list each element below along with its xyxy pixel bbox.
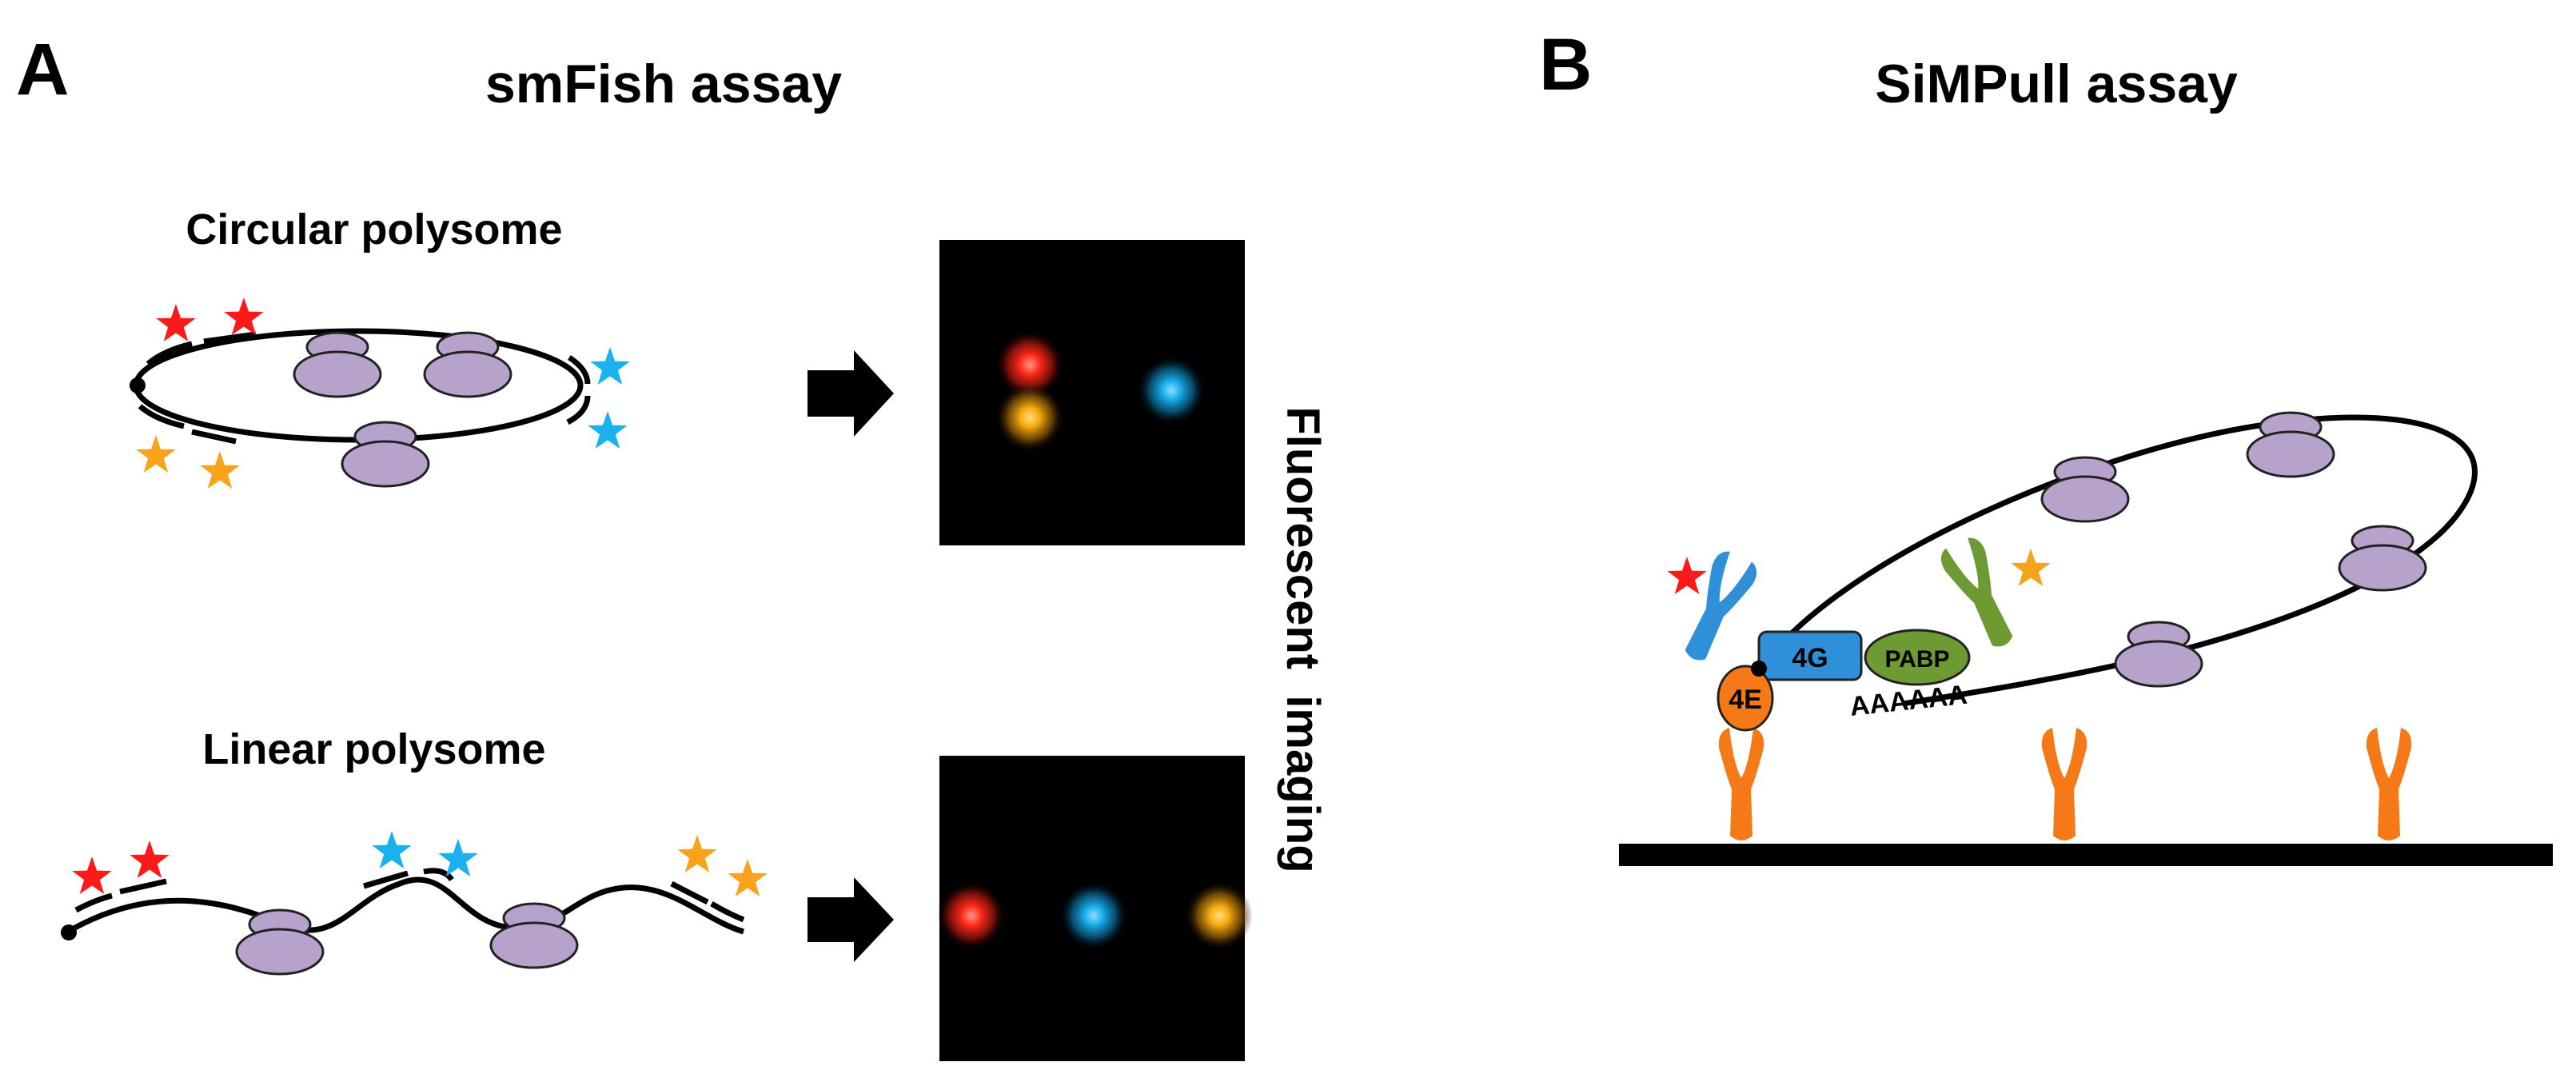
linear-polysome [61,831,768,976]
ribosome-icon [2040,456,2130,523]
red-spot [996,331,1063,398]
circular-probes [138,331,591,445]
mrna-cap-dot [61,924,77,940]
linear-polysome-label: Linear polysome [202,725,545,773]
linear-mrna [66,876,745,935]
star-icon [588,411,628,449]
circular-mrna-simpull [1761,414,2478,707]
linear-imaging-panel [938,756,1253,1061]
circular-polysome [130,297,630,489]
panel-a-title: smFish assay [485,54,842,114]
mrna-cap-dot [1751,661,1767,677]
ribosome-icon [2338,525,2427,592]
fluorescent-imaging-label: Fluorescent imaging [1277,406,1329,872]
star-icon [728,859,768,896]
blue-spot [1138,357,1205,424]
red-spot [938,882,1005,949]
circular-imaging-panel [939,240,1245,545]
star-icon [224,297,264,335]
star-icon [1667,557,1707,594]
factor-4g-box [1757,630,1863,681]
factor-4e-ellipse [1717,665,1774,732]
poly-a-label: AAAAAA [1848,680,1968,722]
factor-pabp-label: PABP [1884,646,1949,673]
panel-a-letter: A [16,29,69,110]
star-icon [136,435,176,473]
mrna-cap-dot [130,377,146,393]
blue-spot [1060,882,1127,949]
surface-slide [1619,844,2553,866]
panel-b-title: SiMPull assay [1875,54,2238,114]
factor-4g-label: 4G [1792,643,1828,673]
factor-pabp-ellipse [1864,629,1971,686]
orange-spot [996,384,1063,451]
arrow-right-icon [807,350,894,437]
star-icon [130,840,169,878]
ribosome-icon [293,331,382,398]
star-icon [372,831,412,868]
factor-4e-label: 4E [1729,685,1762,715]
orange-spot [1186,882,1253,949]
star-icon [590,347,630,385]
circular-polysome-label: Circular polysome [185,206,562,254]
star-icon [156,304,196,341]
ribosome-icon [235,908,325,976]
star-icon [2011,549,2051,586]
linear-probes [74,868,745,923]
arrow-right-icon [807,877,894,962]
star-icon [72,856,112,894]
antibody-icon [2041,728,2088,840]
star-icon [200,451,240,489]
ribosome-icon [341,421,430,488]
antibody-icon [2366,728,2412,840]
antibody-icon [1718,728,1765,840]
ribosome-icon [2246,411,2335,478]
ribosome-icon [2114,621,2203,688]
star-icon [677,835,717,872]
panel-b-letter: B [1539,24,1592,106]
